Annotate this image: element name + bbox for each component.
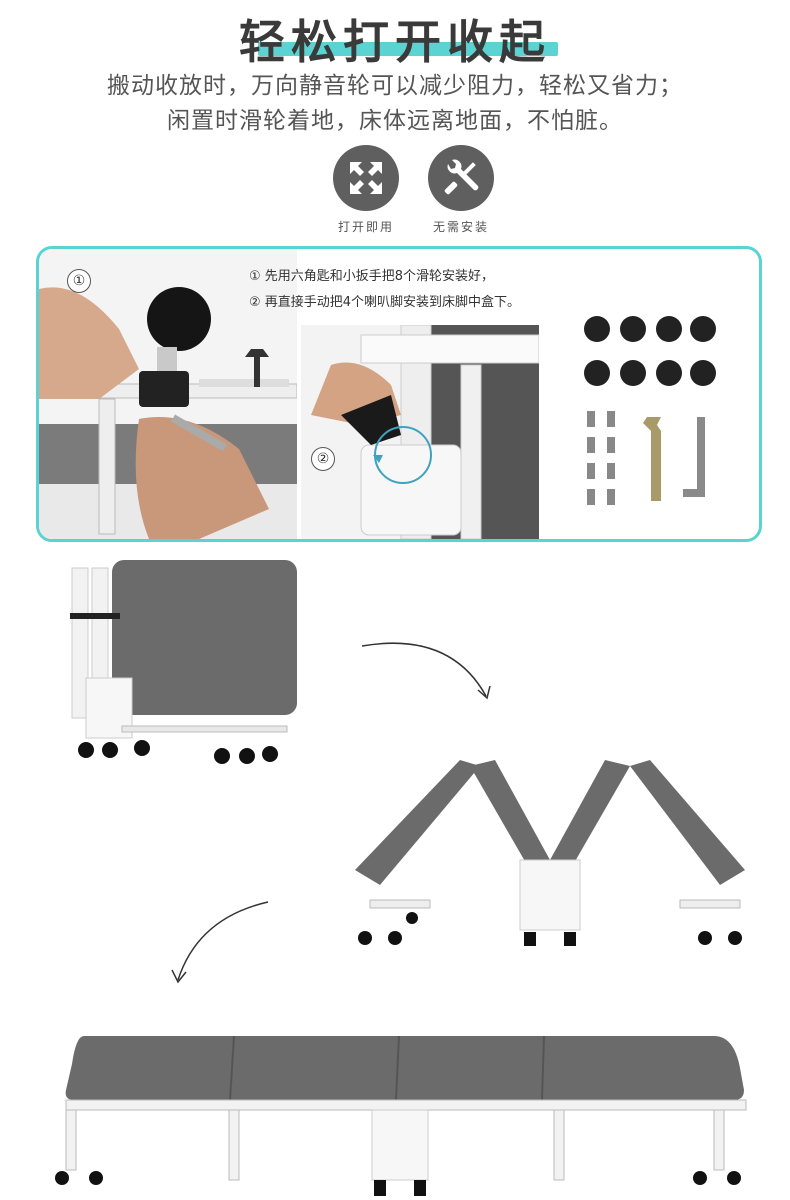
- step-1-badge: ①: [67, 269, 91, 293]
- bed-folded: [62, 558, 302, 768]
- subtitle-line-2: 闲置时滑轮着地，床体远离地面，不怕脏。: [167, 108, 623, 134]
- feature-no-install: 无需安装: [421, 145, 501, 235]
- install-photo-2: [301, 325, 539, 539]
- bed-fully-open: [44, 1028, 750, 1200]
- step-2-badge: ②: [311, 447, 335, 471]
- feature-label: 打开即用: [337, 220, 394, 234]
- instruction-1: ① 先用六角匙和小扳手把8个滑轮安装好，: [249, 269, 495, 284]
- wrench-screwdriver-icon: [428, 145, 494, 211]
- expand-arrows-icon: [333, 145, 399, 211]
- installation-panel: ① ① 先用六角匙和小扳手把8个滑轮安装好， ② 再直接手动把4个喇叭脚安装到床…: [36, 246, 762, 542]
- page-title: 轻松打开收起: [239, 15, 551, 69]
- arrow-curve-icon: [171, 901, 269, 984]
- feature-open-use: 打开即用: [326, 145, 406, 235]
- title-highlight: [258, 42, 558, 56]
- install-photo-1: [39, 249, 297, 539]
- arrow-curve-icon: [361, 642, 491, 700]
- instruction-2: ② 再直接手动把4个喇叭脚安装到床脚中盒下。: [249, 295, 521, 310]
- feature-label: 无需安装: [432, 220, 489, 234]
- parts-kit: [577, 307, 737, 527]
- bed-half-open: [350, 740, 750, 955]
- subtitle-line-1: 搬动收放时，万向静音轮可以减少阻力，轻松又省力；: [107, 73, 683, 99]
